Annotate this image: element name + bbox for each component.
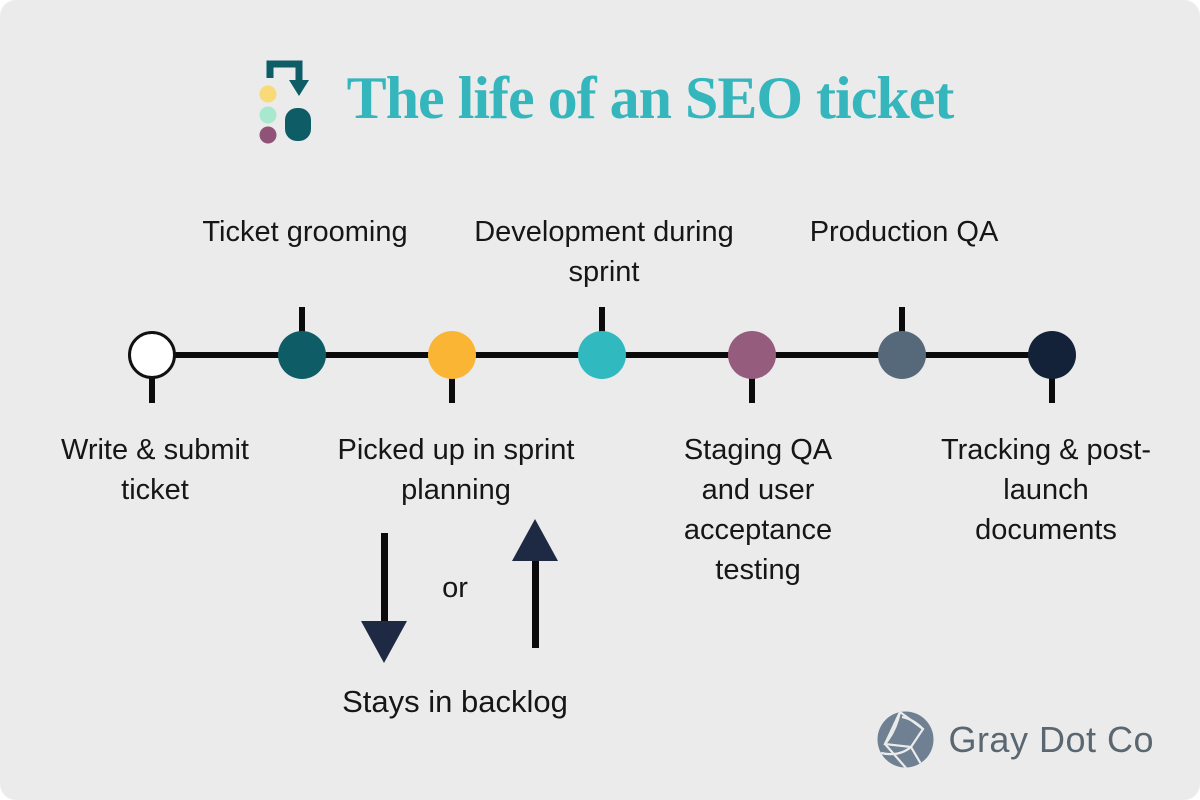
stage-label-production-qa: Production QA: [809, 216, 999, 248]
backlog-label: Stays in backlog: [342, 684, 568, 719]
stage-label-staging-qa: Staging QA and user acceptance testing: [683, 434, 833, 586]
timeline-dot-sprint-planning: [428, 331, 476, 379]
timeline-dot-ticket-grooming: [278, 331, 326, 379]
timeline-dot-production-qa: [878, 331, 926, 379]
or-label: or: [442, 572, 468, 604]
page-title: The life of an SEO ticket: [346, 64, 955, 131]
ticket-flow-icon: [259, 60, 311, 144]
down-arrow-shaft: [381, 533, 388, 625]
timeline-tick: [749, 355, 755, 403]
stage-label-sprint-planning: Picked up in sprint planning: [337, 434, 575, 506]
header: The life of an SEO ticket: [0, 48, 1200, 148]
timeline-tick: [449, 355, 455, 403]
brand-name: Gray Dot Co: [948, 718, 1154, 760]
timeline-dot-development: [578, 331, 626, 379]
timeline-tick: [1049, 355, 1055, 403]
stage-label-development: Development during sprint: [474, 216, 734, 288]
down-arrow-icon: [361, 621, 407, 663]
timeline-dot-staging-qa: [728, 331, 776, 379]
timeline-tick: [149, 355, 155, 403]
gray-dot-co-logo-icon: [877, 711, 934, 768]
up-arrow-shaft: [532, 552, 539, 648]
stage-label-ticket-grooming: Ticket grooming: [202, 216, 408, 248]
timeline-dot-write-submit: [128, 331, 176, 379]
up-arrow-icon: [512, 519, 558, 561]
timeline-dot-tracking: [1028, 331, 1076, 379]
stage-label-tracking: Tracking & post-launch documents: [940, 434, 1152, 546]
brand-footer: Gray Dot Co: [877, 711, 1154, 768]
stage-label-write-submit: Write & submit ticket: [60, 434, 249, 506]
